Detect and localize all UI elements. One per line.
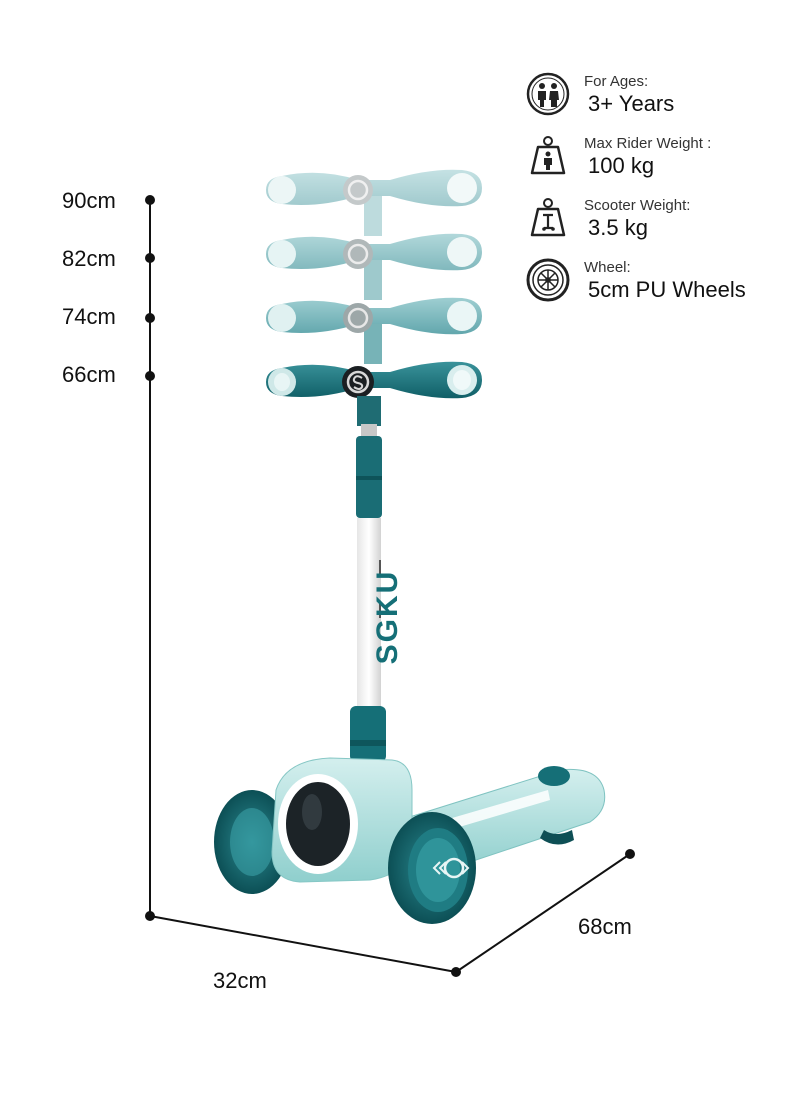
depth-line <box>455 853 631 973</box>
rear-corner-marker <box>625 849 635 859</box>
height-marker-90 <box>145 195 155 205</box>
height-label-82: 82cm <box>62 246 116 271</box>
wheel-logo-badge <box>443 857 465 879</box>
height-dimension-line <box>145 195 155 921</box>
deck-grip-label <box>452 790 550 828</box>
brand-logo: SGKU <box>371 569 404 665</box>
spec-value: 3+ Years <box>588 91 675 116</box>
height-label-74: 74cm <box>62 304 116 329</box>
spec-caption: For Ages: <box>584 73 649 90</box>
handlebar-position-82 <box>266 233 482 300</box>
scooter-weight-icon <box>530 198 566 237</box>
width-line <box>149 915 457 973</box>
wheel-icon <box>526 258 570 302</box>
kids-icon <box>526 72 570 116</box>
spec-value: 5cm PU Wheels <box>588 277 746 302</box>
height-label-66: 66cm <box>62 362 116 387</box>
rear-brake <box>538 766 570 786</box>
handlebar <box>266 361 482 399</box>
depth-label: 68cm <box>578 914 632 939</box>
width-label: 32cm <box>213 968 267 993</box>
height-label-90: 90cm <box>62 188 116 213</box>
front-wheel-housing <box>214 757 476 924</box>
footprint-dimension-lines <box>149 849 635 977</box>
spec-caption: Max Rider Weight : <box>584 135 712 152</box>
front-corner-marker <box>451 967 461 977</box>
spec-caption: Wheel: <box>584 259 631 276</box>
spec-caption: Scooter Weight: <box>584 197 691 214</box>
rider-weight-icon <box>530 136 566 175</box>
height-marker-66 <box>145 371 155 381</box>
handlebar-position-90 <box>266 169 482 236</box>
rear-wheel <box>540 830 574 845</box>
handlebar-position-74 <box>266 297 482 364</box>
spec-value: 3.5 kg <box>588 215 648 240</box>
height-marker-74 <box>145 313 155 323</box>
spec-ages: For Ages: 3+ Years <box>526 72 796 122</box>
spec-value: 100 kg <box>588 153 655 178</box>
spec-scooter-weight: Scooter Weight: 3.5 kg <box>526 196 796 246</box>
steering-stem <box>350 396 386 762</box>
spec-wheel: Wheel: 5cm PU Wheels <box>526 258 796 308</box>
height-marker-82 <box>145 253 155 263</box>
spec-max-rider-weight: Max Rider Weight : 100 kg <box>526 134 796 184</box>
